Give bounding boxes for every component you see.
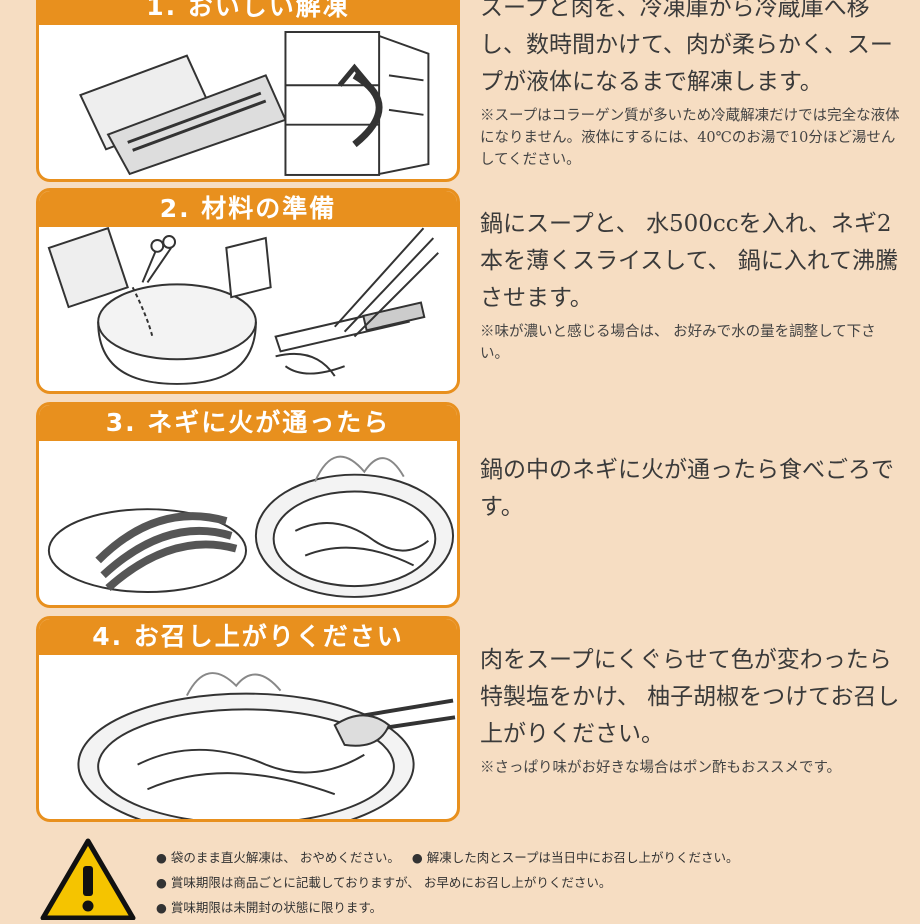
step-1-title: 1. おいしい解凍 (39, 0, 457, 25)
step-3-text: 鍋の中のネギに火が通ったら食べごろです。 (480, 452, 900, 526)
step-2-panel: 2. 材料の準備 (36, 188, 460, 394)
step-4-text: 肉をスープにくぐらせて色が変わったら特製塩をかけ、 柚子胡椒をつけてお召し上がり… (480, 642, 900, 779)
warning-item: ● 袋のまま直火解凍は、 おやめください。 (156, 850, 400, 865)
warning-icon (40, 838, 136, 921)
step-4-illustration (39, 655, 457, 819)
step-2-title: 2. 材料の準備 (39, 191, 457, 227)
step-3-panel: 3. ネギに火が通ったら (36, 402, 460, 608)
step-1-illustration (39, 25, 457, 179)
step-4-main-text: 肉をスープにくぐらせて色が変わったら特製塩をかけ、 柚子胡椒をつけてお召し上がり… (480, 647, 900, 747)
step-4-panel: 4. お召し上がりください (36, 616, 460, 822)
step-1-main-text: スープと肉を、冷凍庫から冷蔵庫へ移し、数時間かけて、肉が柔らかく、スープが液体に… (480, 0, 893, 95)
pot-icon (47, 455, 455, 598)
pot-icon (47, 227, 439, 385)
step-2-illustration (39, 227, 457, 391)
step-1-text: スープと肉を、冷凍庫から冷蔵庫へ移し、数時間かけて、肉が柔らかく、スープが液体に… (480, 0, 900, 171)
warning-list: ● 袋のまま直火解凍は、 おやめください。 ● 解凍した肉とスープは当日中にお召し… (156, 845, 751, 920)
step-4-note: ※さっぱり味がお好きな場合はポン酢もおススメです。 (480, 760, 842, 776)
refrigerator-icon (79, 31, 430, 176)
step-2-note: ※味が濃いと感じる場合は、 お好みで水の量を調整して下さい。 (480, 324, 876, 362)
step-4-title: 4. お召し上がりください (39, 619, 457, 655)
step-2-main-text: 鍋にスープと、 水500ccを入れ、ネギ2本を薄くスライスして、 鍋に入れて沸騰… (480, 211, 899, 311)
warning-item: ● 賞味期限は商品ごとに記載しておりますが、 お早めにお召し上がりください。 (156, 875, 612, 890)
step-1-panel: 1. おいしい解凍 (36, 0, 460, 182)
warning-item: ● 解凍した肉とスープは当日中にお召し上がりください。 (411, 850, 739, 865)
step-3-main-text: 鍋の中のネギに火が通ったら食べごろです。 (480, 457, 894, 520)
step-2-text: 鍋にスープと、 水500ccを入れ、ネギ2本を薄くスライスして、 鍋に入れて沸騰… (480, 206, 900, 365)
warning-item: ● 賞味期限は未開封の状態に限ります。 (156, 900, 383, 915)
step-3-illustration (39, 441, 457, 605)
step-1-note: ※スープはコラーゲン質が多いため冷蔵解凍だけでは完全な液体になりません。液体にす… (480, 108, 900, 168)
step-3-title: 3. ネギに火が通ったら (39, 405, 457, 441)
chopsticks-icon (77, 672, 456, 819)
